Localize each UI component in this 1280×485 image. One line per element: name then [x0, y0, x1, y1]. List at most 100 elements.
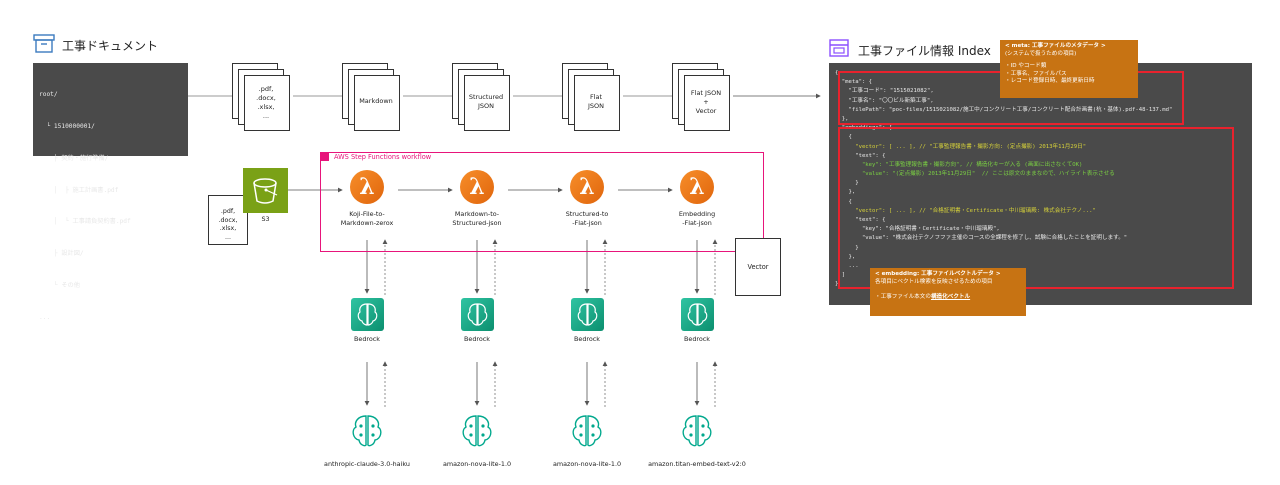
s3-label: S3 — [261, 215, 270, 223]
model-label: amazon.titan-embed-text-v2:0 — [648, 460, 746, 468]
doc-stack-markdown: Markdown — [342, 63, 402, 131]
tree-line: ├ 契約・施行準備/ — [39, 154, 109, 162]
doc-stack-flat-json-vector: Flat JSON + Vector — [672, 63, 732, 131]
code-line: }, — [835, 253, 856, 260]
meta-note-sub: (システムで扱うための項目) — [1005, 50, 1077, 57]
embedding-note-sub: 各項目にベクトル検索を反映させるための項目 — [875, 278, 993, 285]
code-line: } — [835, 281, 839, 288]
archive-box-icon — [33, 33, 55, 53]
neural-network-icon — [458, 412, 496, 450]
brain-icon — [460, 298, 494, 331]
bedrock-label: Bedrock — [354, 335, 380, 343]
code-line: ] — [835, 272, 846, 279]
code-line: { — [835, 198, 852, 205]
doc-stack-flat-json: Flat JSON — [562, 63, 622, 131]
lambda-icon: λ — [350, 170, 384, 204]
code-line: } — [835, 180, 859, 187]
doc-stack-raw: .pdf, .docx, .xlsx, ... — [232, 63, 292, 131]
code-line: "text": { — [835, 152, 886, 159]
neural-network-icon — [568, 412, 606, 450]
meta-note-title: < meta: 工事ファイルのメタデータ > — [1005, 43, 1106, 49]
bedrock-node: Bedrock — [563, 298, 611, 344]
code-line: }, — [835, 115, 849, 122]
embedding-note-title: < embedding: 工事ファイルベクトルデータ > — [875, 271, 1001, 277]
bedrock-label: Bedrock — [464, 335, 490, 343]
step-functions-icon — [320, 152, 329, 161]
right-title: 工事ファイル情報 Index — [858, 44, 991, 58]
doc-stack-structured-json: Structured JSON — [452, 63, 512, 131]
code-line: "vector": [ ... ], // "合格証明書・Certificate… — [835, 207, 1096, 214]
bedrock-label: Bedrock — [574, 335, 600, 343]
doc-stack-label: Markdown — [359, 97, 393, 105]
lambda-embedding-flat: λ Embedding -Flat-json — [661, 170, 733, 227]
lambda-label: Structured-to -Flat-json — [565, 210, 609, 227]
index-json-panel: { "meta": { "工事コード": "1515021082", "工事名"… — [829, 63, 1252, 305]
s3-bucket-icon — [243, 168, 288, 213]
index-db-icon — [828, 37, 850, 59]
embedding-highlight-box — [838, 127, 1234, 289]
model-label: anthropic-claude-3.0-haiku — [324, 460, 410, 468]
code-line: } — [835, 244, 859, 251]
meta-note-item: ・ID やコード類 — [1005, 63, 1047, 70]
workflow-label: AWS Step Functions workflow — [334, 153, 432, 161]
code-line: "meta": { — [835, 79, 873, 86]
doc-stack-label: Structured JSON — [468, 93, 504, 110]
embedding-note: < embedding: 工事ファイルベクトルデータ > 各項目にベクトル検索を… — [870, 268, 1026, 316]
tree-line: │ └ 工事請負契約書.pdf — [39, 218, 131, 226]
embedding-note-item: ・工事ファイル本文の — [875, 294, 931, 301]
bedrock-node: Bedrock — [673, 298, 721, 344]
embedding-note-link: 構造化ベクトル — [930, 294, 971, 301]
lambda-markdown-to-structured: λ Markdown-to- Structured-json — [441, 170, 513, 227]
doc-stack-label: .pdf, .docx, .xlsx, ... — [256, 85, 276, 120]
lambda-label: Koji-File-to- Markdown-zerox — [340, 210, 394, 227]
meta-note-item: ・工事名、ファイルパス — [1005, 70, 1067, 77]
code-line: "工事名": "〇〇ビル新築工事", — [835, 97, 934, 104]
code-line: "value": "(定点撮影) 2013年11月29日" // ここは原文のま… — [835, 171, 1115, 178]
vector-label: Vector — [747, 263, 769, 271]
bedrock-node: Bedrock — [343, 298, 391, 344]
model-node: amazon-nova-lite-1.0 — [536, 412, 638, 469]
code-line: "value": "株式会社テクノフファ主催のコースの全課程を修了し、試験に合格… — [835, 235, 1128, 242]
s3-source-doc: .pdf, .docx, .xlsx, ... — [208, 195, 248, 245]
model-node: anthropic-claude-3.0-haiku — [316, 412, 418, 469]
code-line: ... — [835, 262, 859, 269]
code-line: "key": "合格証明書・Certificate・中川瑠璃殿", — [835, 226, 1000, 233]
tree-line: ... — [39, 313, 51, 321]
doc-stack-label: Flat JSON + Vector — [690, 89, 722, 115]
code-line: "key": "工事監理報告書・撮影方向", // 構造化キーが入る (画面に出… — [835, 161, 1083, 168]
code-line: "text": { — [835, 217, 886, 223]
step-functions-workflow-frame — [320, 152, 764, 252]
s3-doc-label: .pdf, .docx, .xlsx, ... — [218, 208, 238, 241]
code-line: { — [835, 134, 852, 141]
brain-icon — [680, 298, 714, 331]
model-label: amazon-nova-lite-1.0 — [552, 460, 622, 468]
lambda-label: Embedding -Flat-json — [678, 210, 716, 227]
neural-network-icon — [348, 412, 386, 450]
lambda-structured-to-flat: λ Structured-to -Flat-json — [551, 170, 623, 227]
folder-tree: root/ └ 1510000001/ ├ 契約・施行準備/ │ ├ 施工計画書… — [33, 63, 188, 321]
brain-icon — [350, 298, 384, 331]
code-line: "工事コード": "1515021082", — [835, 88, 934, 95]
lambda-icon: λ — [570, 170, 604, 204]
model-node: amazon.titan-embed-text-v2:0 — [646, 412, 748, 469]
tree-line: └ 1510000001/ — [39, 122, 95, 130]
meta-note-item: ・レコード登録日時、最終更新日時 — [1005, 78, 1095, 85]
tree-line: │ ├ 施工計画書.pdf — [39, 186, 119, 194]
neural-network-icon — [678, 412, 716, 450]
code-line: { — [835, 70, 839, 76]
brain-icon — [570, 298, 604, 331]
lambda-koji-file-to-markdown: λ Koji-File-to- Markdown-zerox — [331, 170, 403, 227]
lambda-icon: λ — [460, 170, 494, 204]
tree-line: └ その他 — [39, 281, 80, 289]
code-line: "filePath": "poc-files/1515021082/施工中/コン… — [835, 106, 1173, 113]
lambda-icon: λ — [680, 170, 714, 204]
bedrock-label: Bedrock — [684, 335, 710, 343]
model-label: amazon-nova-lite-1.0 — [442, 460, 512, 468]
meta-note: < meta: 工事ファイルのメタデータ > (システムで扱うための項目) ・I… — [1000, 40, 1138, 98]
model-node: amazon-nova-lite-1.0 — [426, 412, 528, 469]
tree-line: ├ 設計図/ — [39, 250, 84, 258]
code-line: "vector": [ ... ], // "工事監理報告書・撮影方向: (定点… — [835, 143, 1087, 150]
left-title: 工事ドキュメント — [62, 39, 159, 53]
tree-line: root/ — [39, 91, 58, 99]
bedrock-node: Bedrock — [453, 298, 501, 344]
